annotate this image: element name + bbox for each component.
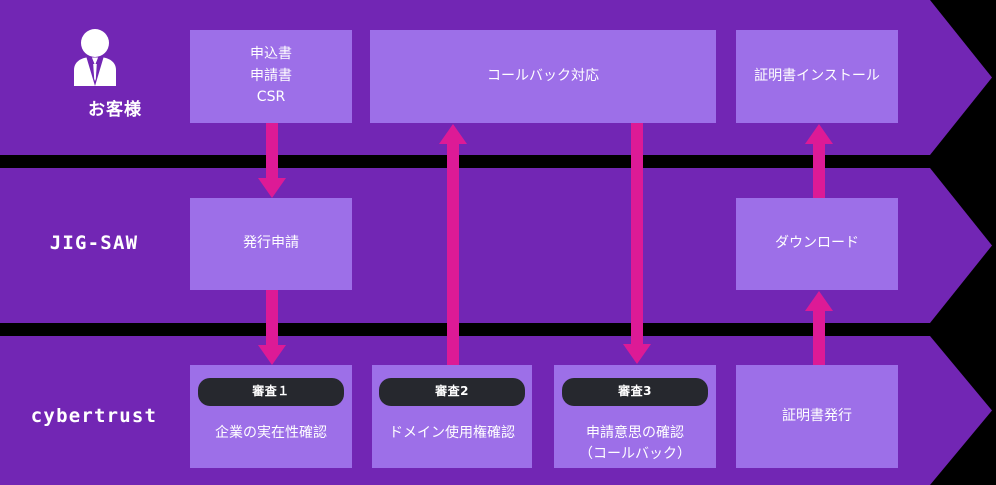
lane-label-customer: お客様 (88, 100, 142, 120)
box-cert-install-label: 証明書インストール (754, 67, 880, 84)
box-issue-request[interactable]: 発行申請 (190, 198, 352, 290)
box-cert-issue-label: 証明書発行 (782, 407, 852, 424)
box-application-line-1: 申込書 (250, 45, 292, 62)
connector-audit-2-to-callback (438, 123, 468, 365)
box-audit-2[interactable]: 審査2 ドメイン使用権確認 (372, 365, 532, 468)
box-audit-1[interactable]: 審査１ 企業の実在性確認 (190, 365, 352, 468)
box-application-line-2: 申請書 (250, 67, 292, 84)
badge-audit-3: 審査3 (562, 378, 708, 406)
box-download-label: ダウンロード (775, 235, 859, 252)
box-audit-1-label: 企業の実在性確認 (215, 424, 327, 441)
box-application-line-3: CSR (256, 89, 286, 106)
lane-label-cybertrust: cybertrust (30, 405, 158, 427)
lane-label-jigsaw: JIG-SAW (49, 232, 139, 254)
box-audit-3-line-1: 申請意思の確認 (586, 424, 684, 441)
connector-application-to-issue-request (257, 123, 287, 199)
box-callback[interactable]: コールバック対応 (370, 30, 716, 123)
connector-issue-request-to-audit-1 (257, 290, 287, 366)
box-cert-install[interactable]: 証明書インストール (736, 30, 898, 123)
badge-audit-1: 審査１ (198, 378, 344, 406)
box-callback-label: コールバック対応 (487, 67, 599, 84)
box-issue-request-label: 発行申請 (243, 235, 299, 252)
connector-cert-issue-to-download (804, 290, 834, 366)
box-audit-3-line-2: （コールバック） (579, 446, 691, 463)
box-application[interactable]: 申込書 申請書 CSR (190, 30, 352, 123)
connector-download-to-cert-install (804, 123, 834, 199)
businessperson-icon (68, 28, 122, 86)
badge-audit-2: 審査2 (379, 378, 525, 406)
box-cert-issue[interactable]: 証明書発行 (736, 365, 898, 468)
connector-callback-to-audit-3 (622, 123, 652, 365)
box-audit-2-label: ドメイン使用権確認 (389, 424, 515, 441)
box-download[interactable]: ダウンロード (736, 198, 898, 290)
box-audit-3[interactable]: 審査3 申請意思の確認 （コールバック） (554, 365, 716, 468)
